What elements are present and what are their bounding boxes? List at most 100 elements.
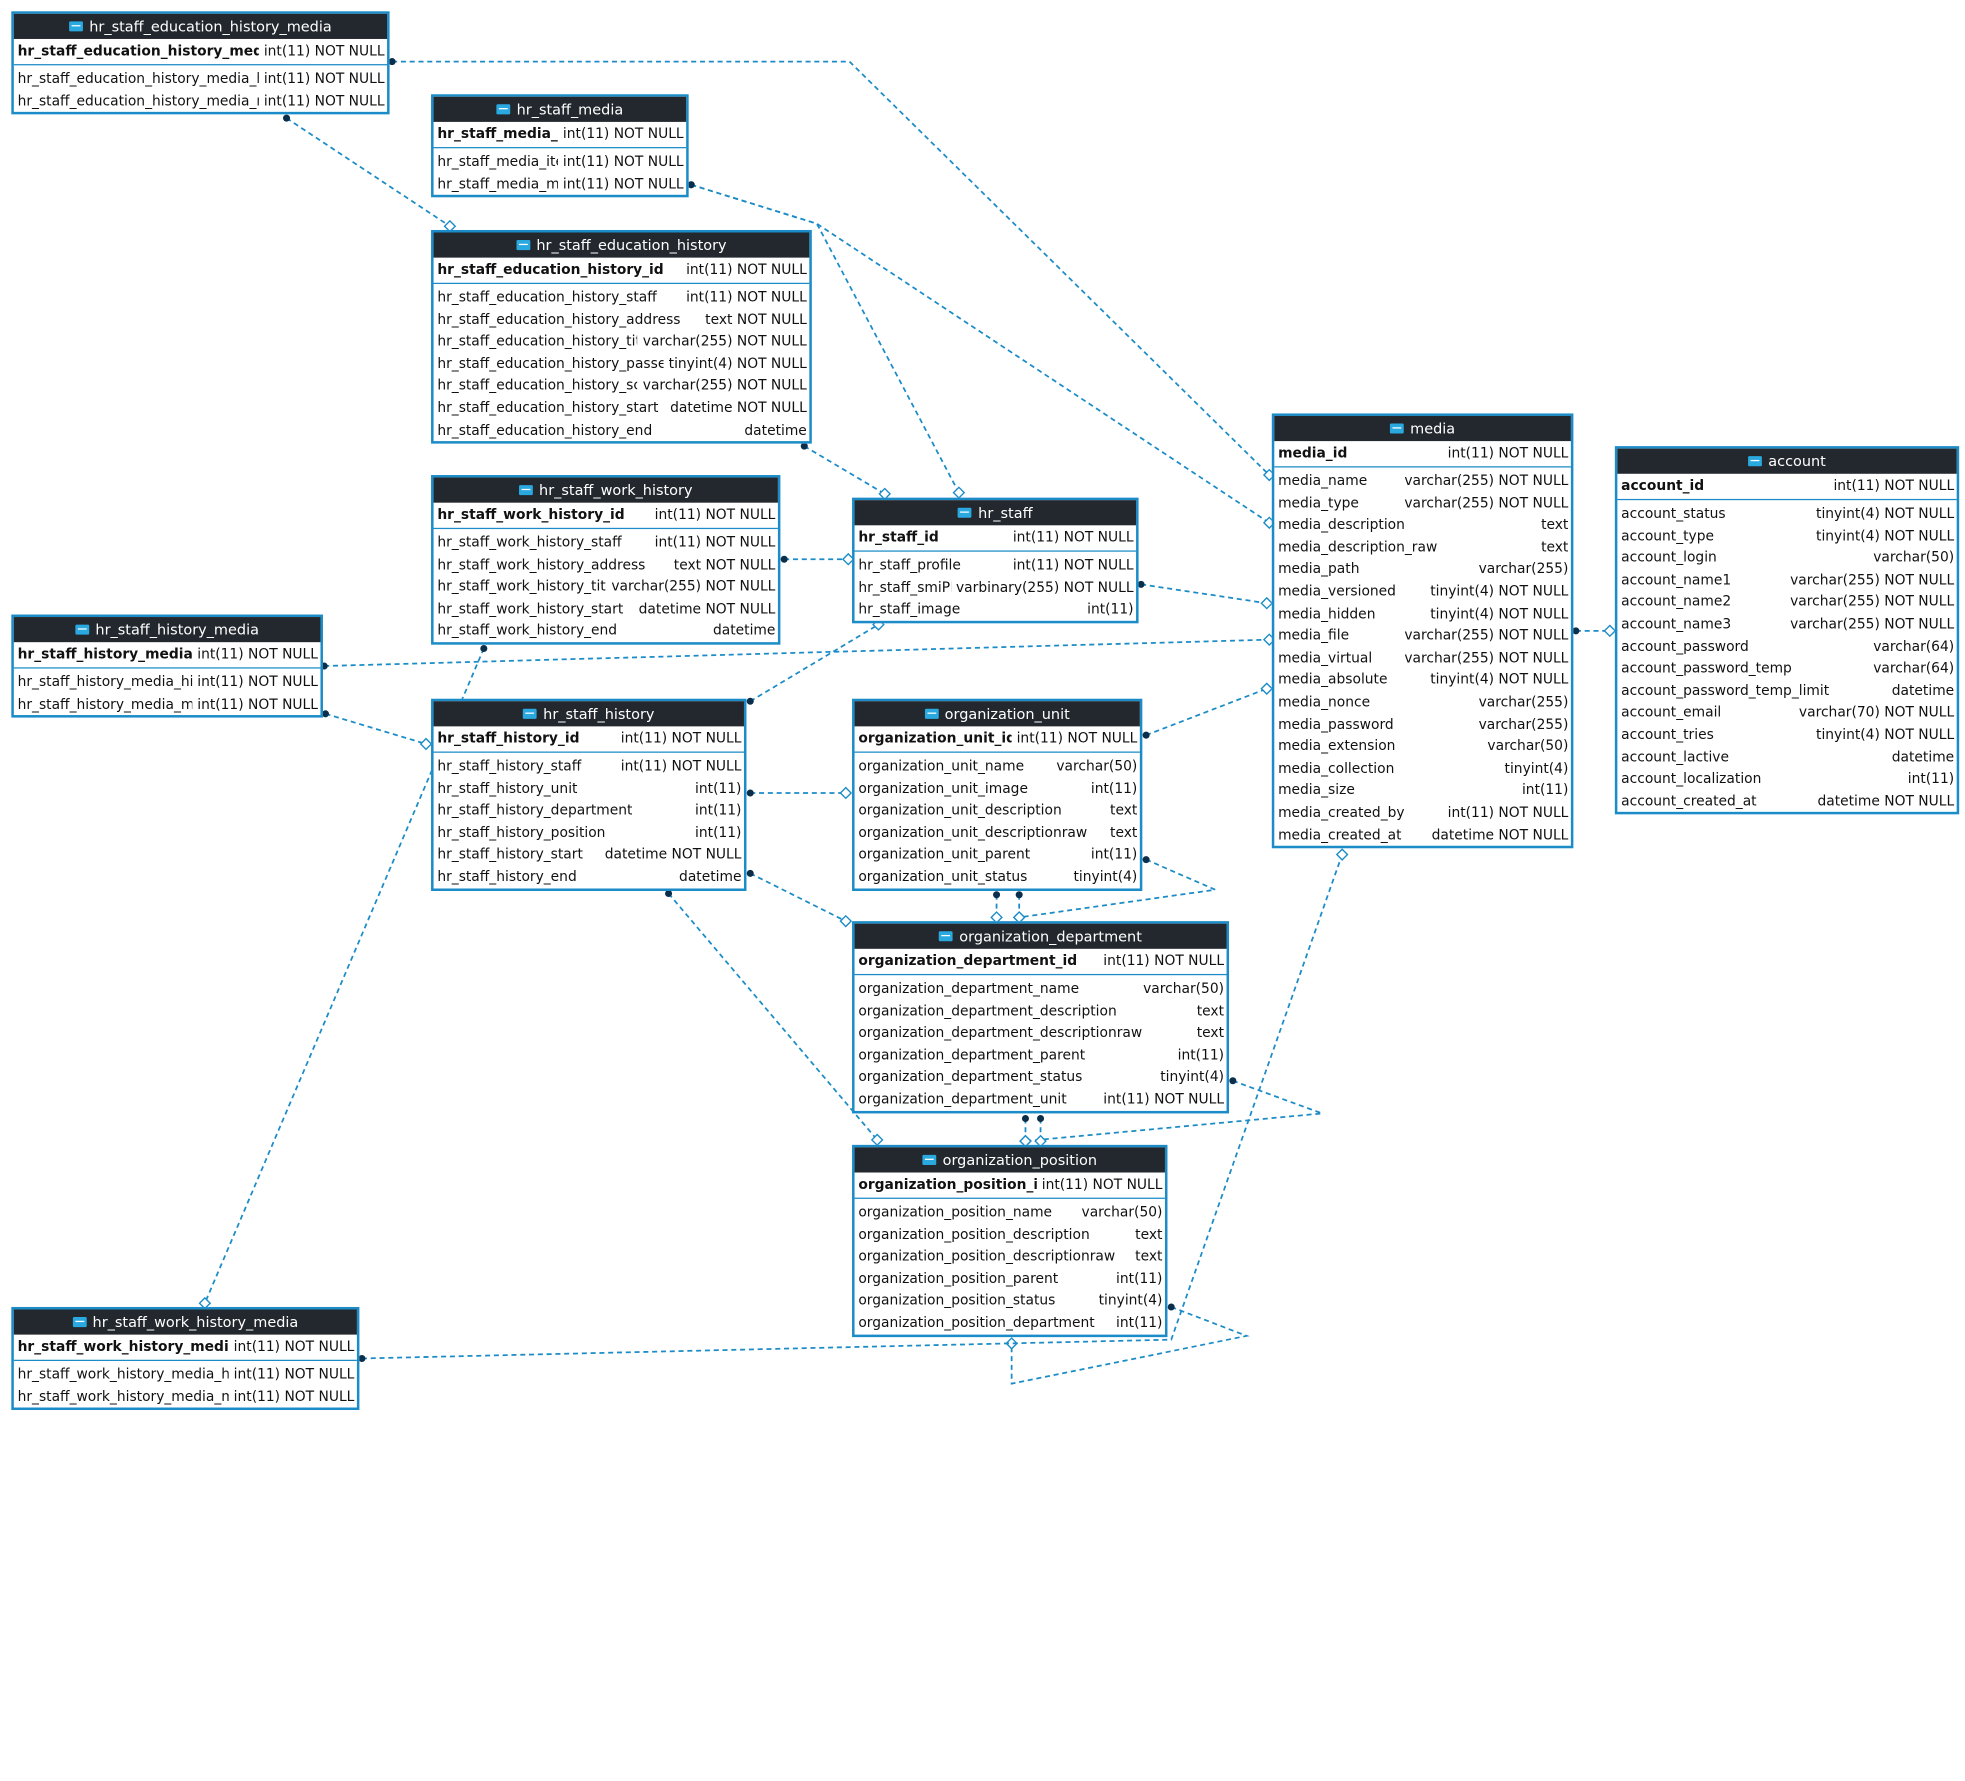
table-header[interactable]: organization_department [854, 923, 1227, 949]
table-header[interactable]: hr_staff_history [433, 701, 744, 727]
column-row[interactable]: hr_staff_education_history_media_mediain… [14, 90, 387, 112]
table-header[interactable]: hr_staff_work_history [433, 477, 778, 503]
column-row[interactable]: hr_staff_education_history_scorevarchar(… [434, 375, 810, 397]
table-header[interactable]: hr_staff_media [433, 96, 687, 122]
table-header[interactable]: hr_staff [854, 500, 1137, 526]
table-header[interactable]: account [1617, 448, 1957, 474]
column-row[interactable]: hr_staff_work_history_media_historyint(1… [14, 1364, 357, 1386]
column-row[interactable]: hr_staff_media_itemint(11) NOT NULL [434, 151, 687, 173]
table-header[interactable]: media [1274, 415, 1571, 442]
table-header[interactable]: organization_unit [854, 701, 1140, 727]
table-header[interactable]: hr_staff_work_history_media [13, 1309, 357, 1335]
column-row[interactable]: hr_staff_education_history_media_history… [14, 68, 387, 90]
column-row[interactable]: hr_staff_work_history_media_mediaint(11)… [14, 1386, 357, 1408]
table-header[interactable]: hr_staff_education_history_media [13, 13, 388, 39]
table-header[interactable]: hr_staff_history_media [13, 617, 321, 643]
primary-key-row[interactable]: hr_staff_education_history_media_idint(1… [13, 39, 388, 66]
table-header[interactable]: organization_position [854, 1147, 1165, 1173]
